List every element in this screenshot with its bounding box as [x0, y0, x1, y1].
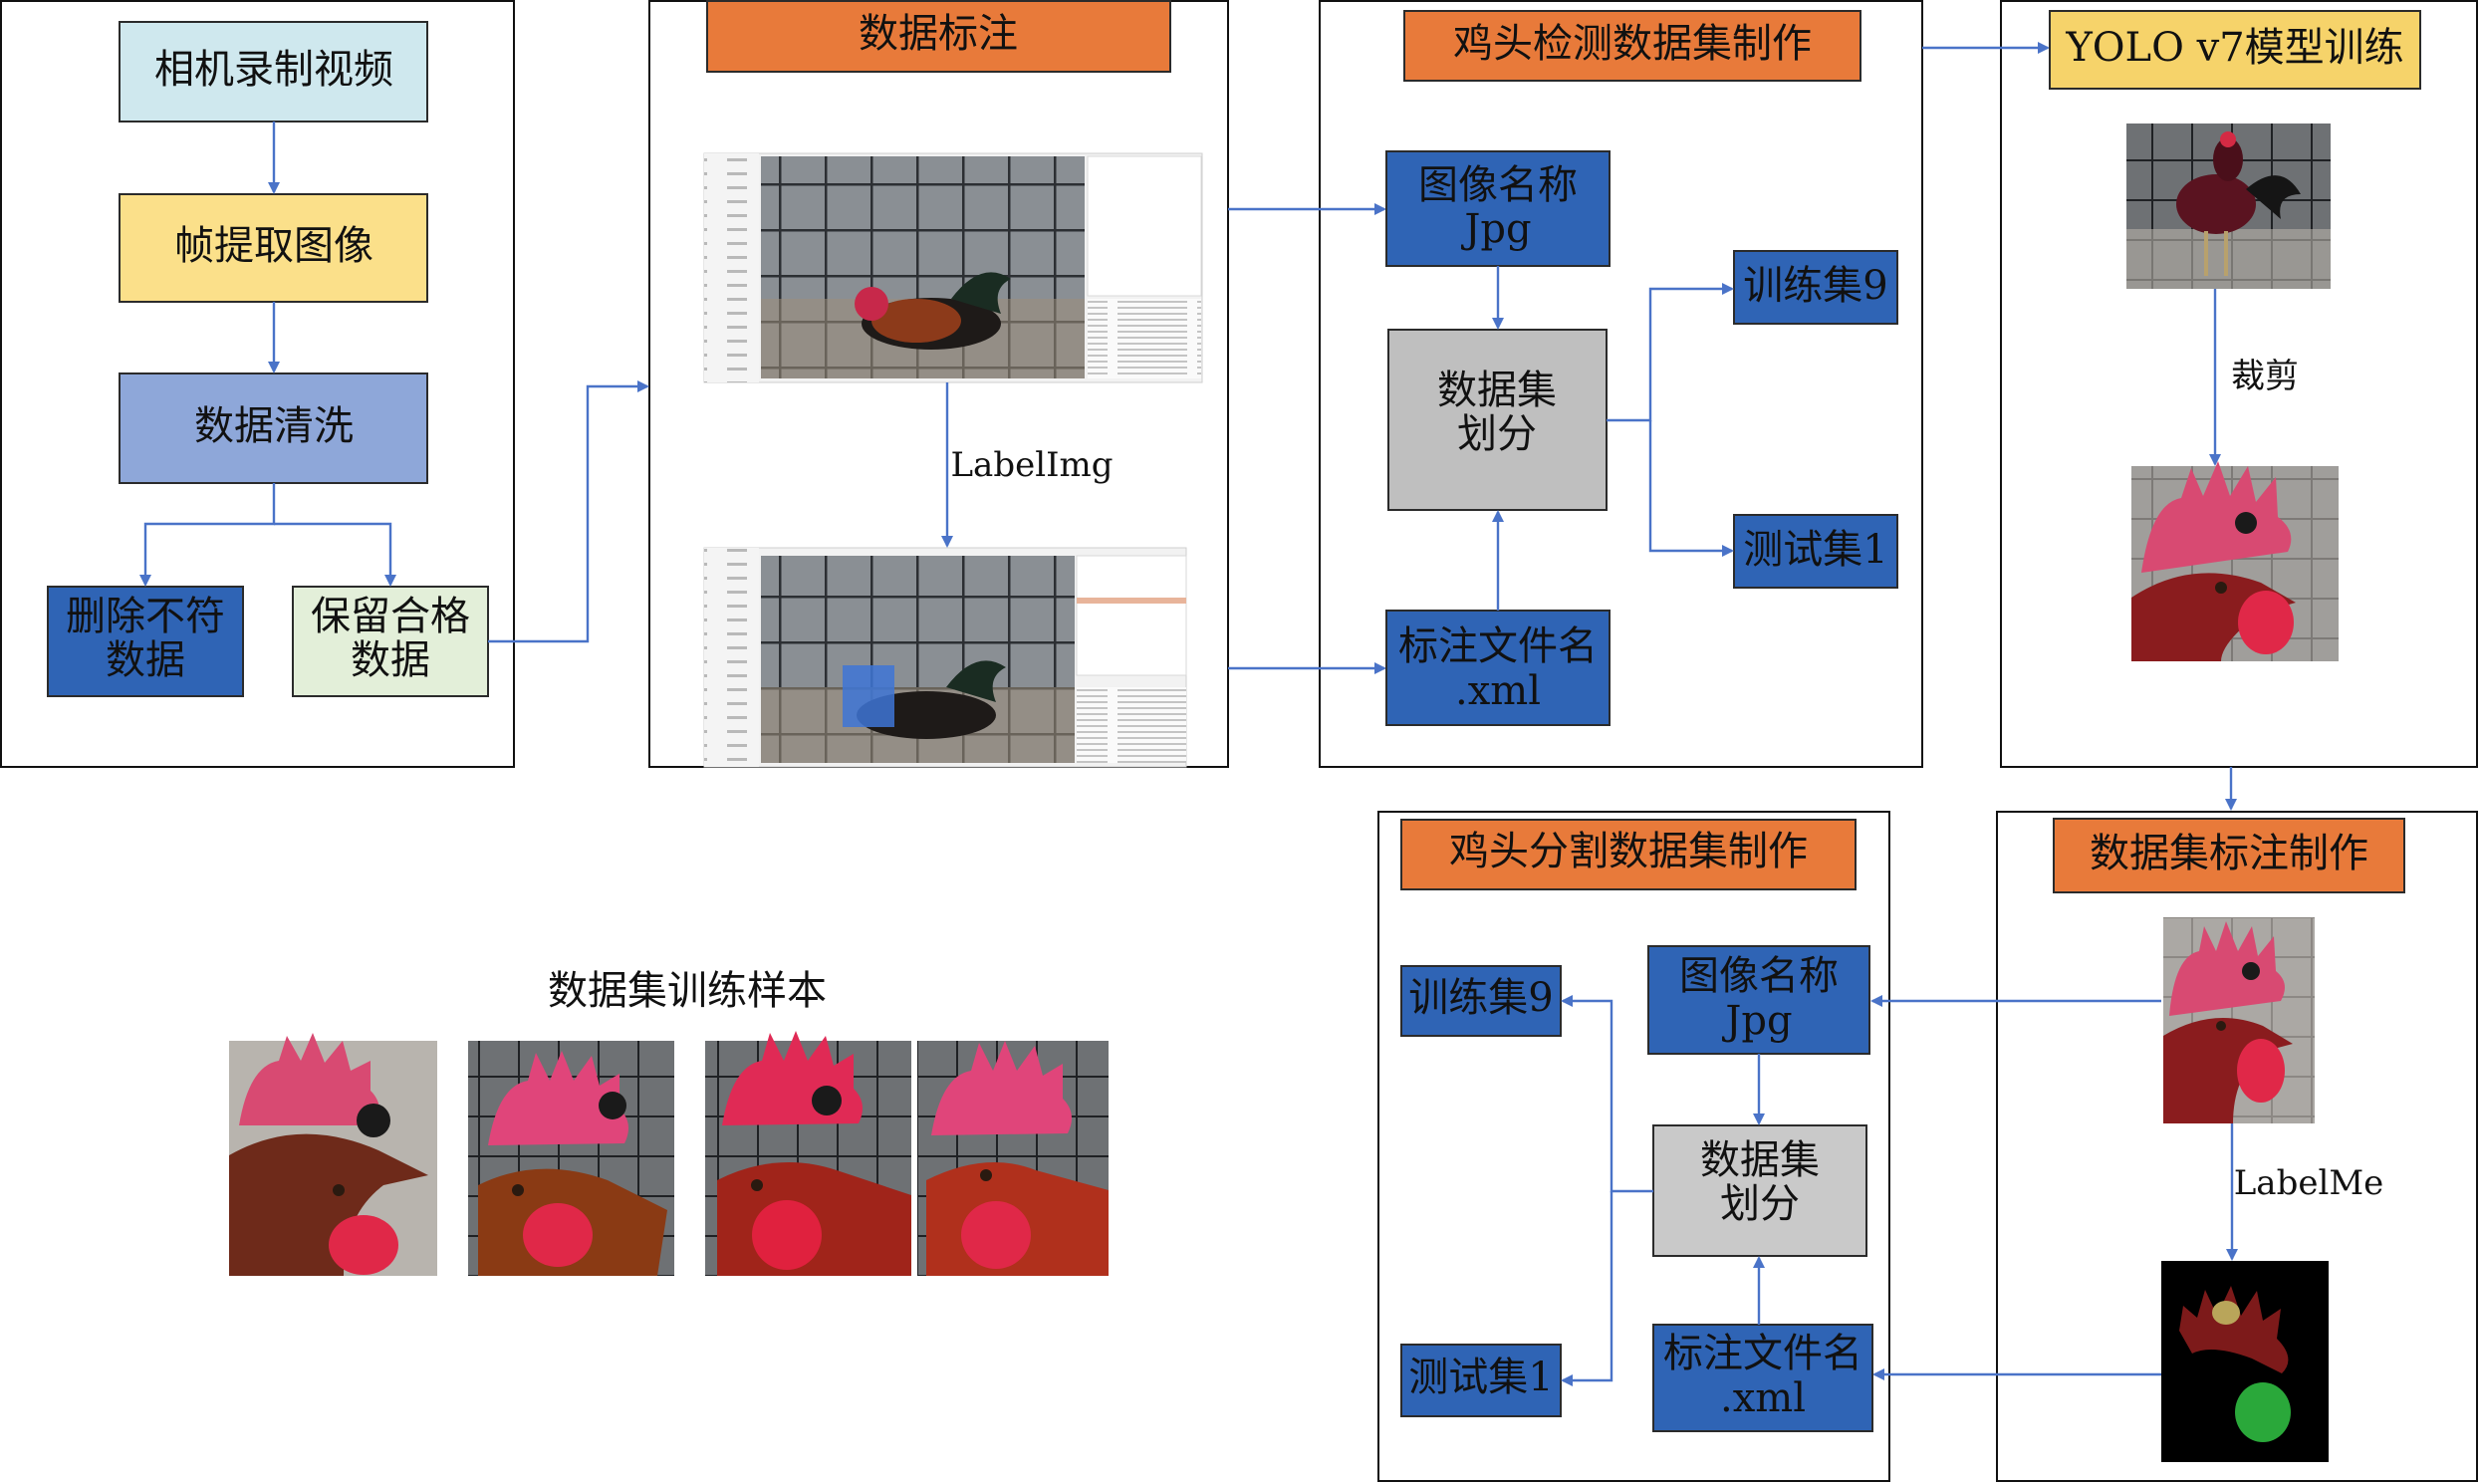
edge-keep-to-annotation [488, 380, 649, 643]
rooster-photo-icon [2126, 124, 2331, 289]
node-annotation-file-label-2: .xml [1455, 668, 1541, 714]
node-train-set-label: 训练集9 [1743, 263, 1887, 309]
edge-seg-split-to-test [1561, 1191, 1613, 1386]
node-keep-good-label-1: 保留合格 [311, 594, 470, 639]
node-image-name-label-1: 图像名称 [1418, 162, 1578, 208]
node-data-cleaning-label: 数据清洗 [194, 403, 354, 449]
edge-label-labelimg: LabelImg [950, 445, 1113, 485]
node-seg-dataset-split-label-2: 划分 [1720, 1181, 1800, 1227]
node-seg-test-set: 测试集1 [1400, 1344, 1562, 1417]
node-test-set: 测试集1 [1733, 514, 1898, 589]
segmentation-mask-image-icon [2161, 1261, 2329, 1462]
panel-yolo-training [2000, 0, 2478, 768]
node-seg-image-name-label-2: Jpg [1721, 998, 1792, 1044]
node-dataset-split: 数据集 划分 [1387, 329, 1608, 511]
node-extract-frames-label: 帧提取图像 [174, 223, 373, 269]
node-annotation-title-label: 数据标注 [859, 11, 1018, 57]
node-data-cleaning: 数据清洗 [119, 372, 428, 484]
panel-segmentation-dataset [1377, 811, 1890, 1482]
node-annotation-file-label-1: 标注文件名 [1398, 623, 1598, 669]
labelimg-screenshot-icon [703, 152, 1203, 383]
node-seg-train-set-label: 训练集9 [1408, 975, 1553, 1021]
edge-seg-split-to-train [1561, 995, 1653, 1193]
node-delete-bad-label-1: 删除不符 [66, 594, 225, 639]
training-sample-1-icon [229, 1033, 437, 1276]
node-dataset-labeling-title-label: 数据集标注制作 [2090, 831, 2368, 876]
node-seg-test-set-label: 测试集1 [1408, 1355, 1553, 1400]
node-segmentation-title: 鸡头分割数据集制作 [1400, 819, 1857, 890]
node-detection-title-label: 鸡头检测数据集制作 [1453, 21, 1812, 67]
training-sample-3-icon [705, 1031, 911, 1276]
node-seg-train-set: 训练集9 [1400, 965, 1562, 1037]
node-record-video-label: 相机录制视频 [154, 47, 393, 93]
training-sample-2-icon [468, 1041, 674, 1276]
node-yolo-title: YOLO v7模型训练 [2049, 10, 2421, 90]
node-image-name-label-2: Jpg [1460, 206, 1531, 252]
panel-dataset-labeling [1996, 811, 2478, 1482]
node-seg-dataset-split: 数据集 划分 [1652, 1124, 1867, 1257]
node-annotation-title: 数据标注 [706, 0, 1171, 73]
training-sample-4-icon [917, 1041, 1109, 1276]
node-seg-annotation-file-label-1: 标注文件名 [1663, 1331, 1862, 1376]
node-dataset-labeling-title: 数据集标注制作 [2053, 818, 2405, 893]
node-annotation-file: 标注文件名 .xml [1385, 610, 1611, 726]
panel-detection-dataset [1319, 0, 1923, 768]
node-segmentation-title-label: 鸡头分割数据集制作 [1449, 829, 1808, 874]
labelimg-annotated-screenshot-icon [703, 547, 1187, 768]
edge-split-to-test [1648, 420, 1734, 557]
node-extract-frames: 帧提取图像 [119, 193, 428, 303]
samples-title: 数据集训练样本 [548, 968, 827, 1014]
panel-video-processing [0, 0, 515, 768]
node-delete-bad: 删除不符 数据 [47, 586, 244, 697]
node-seg-annotation-file-label-2: .xml [1720, 1375, 1806, 1421]
node-image-name: 图像名称 Jpg [1385, 150, 1611, 267]
rooster-head-photo-icon [2163, 917, 2315, 1123]
edge-label-labelme: LabelMe [2234, 1163, 2384, 1203]
node-train-set: 训练集9 [1733, 250, 1898, 325]
node-keep-good: 保留合格 数据 [292, 586, 489, 697]
rooster-head-crop-icon [2131, 461, 2339, 661]
node-dataset-split-label-1: 数据集 [1437, 368, 1557, 413]
edge-label-crop: 裁剪 [2231, 357, 2299, 396]
edge-cleaning-split [139, 483, 276, 587]
node-delete-bad-label-2: 数据 [106, 637, 185, 683]
node-record-video: 相机录制视频 [119, 21, 428, 123]
node-seg-dataset-split-label-1: 数据集 [1700, 1137, 1820, 1183]
node-seg-image-name-label-1: 图像名称 [1679, 953, 1839, 999]
node-test-set-label: 测试集1 [1743, 527, 1887, 573]
edge-cleaning-to-keep [274, 522, 396, 587]
node-seg-annotation-file: 标注文件名 .xml [1652, 1324, 1873, 1432]
edge-split-to-train [1607, 283, 1734, 422]
node-keep-good-label-2: 数据 [351, 637, 430, 683]
node-yolo-title-label: YOLO v7模型训练 [2065, 25, 2403, 71]
node-seg-image-name: 图像名称 Jpg [1647, 945, 1870, 1055]
node-detection-title: 鸡头检测数据集制作 [1403, 10, 1861, 82]
node-dataset-split-label-2: 划分 [1457, 411, 1537, 457]
